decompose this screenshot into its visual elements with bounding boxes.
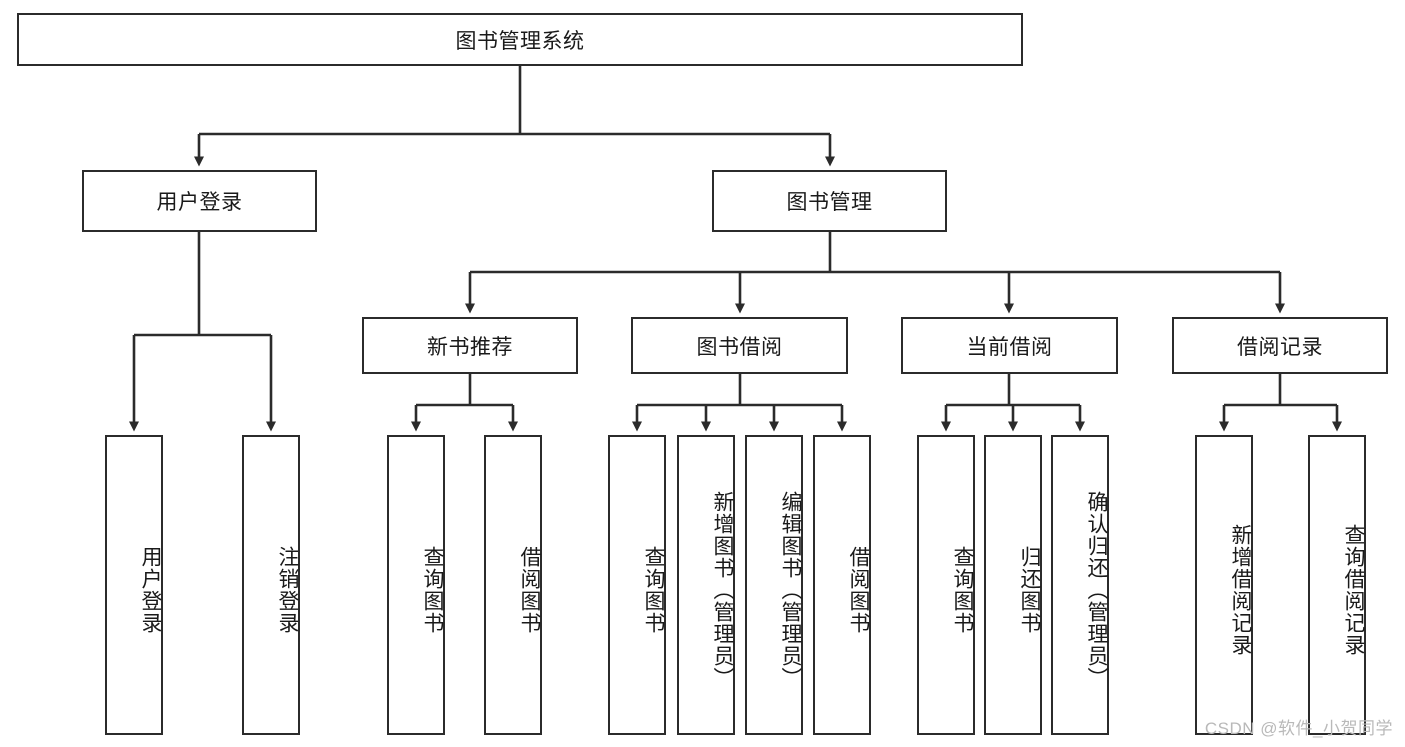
node-book-management-label: 图书管理 <box>786 191 873 214</box>
leaf-label: 编辑图书（管理员） <box>779 491 802 689</box>
node-book-borrow[interactable]: 图书借阅 <box>631 317 848 374</box>
leaf-current-confirm-return[interactable]: 确认归还（管理员） <box>1051 435 1109 735</box>
node-current-borrow[interactable]: 当前借阅 <box>901 317 1118 374</box>
leaf-current-query-book[interactable]: 查询图书 <box>917 435 975 735</box>
node-borrow-record-label: 借阅记录 <box>1237 335 1323 359</box>
leaf-label: 借阅图书 <box>518 546 541 634</box>
leaf-user-login-signout[interactable]: 注销登录 <box>242 435 300 735</box>
leaf-user-login-signin[interactable]: 用户登录 <box>105 435 163 735</box>
node-borrow-record[interactable]: 借阅记录 <box>1172 317 1388 374</box>
leaf-label: 注销登录 <box>276 546 299 634</box>
node-new-book-recommend[interactable]: 新书推荐 <box>362 317 578 374</box>
leaf-label: 确认归还（管理员） <box>1085 491 1108 689</box>
leaf-label: 查询借阅记录 <box>1342 524 1365 656</box>
leaf-label: 查询图书 <box>951 546 974 634</box>
leaf-label: 归还图书 <box>1018 546 1041 634</box>
node-new-book-recommend-label: 新书推荐 <box>427 335 513 359</box>
node-root-label: 图书管理系统 <box>455 29 585 53</box>
node-user-login[interactable]: 用户登录 <box>82 170 317 232</box>
leaf-recommend-query-book[interactable]: 查询图书 <box>387 435 445 735</box>
watermark: CSDN @软件_小贺同学 <box>1204 719 1393 738</box>
leaf-borrow-query-book[interactable]: 查询图书 <box>608 435 666 735</box>
leaf-record-add-record[interactable]: 新增借阅记录 <box>1195 435 1253 735</box>
node-root[interactable]: 图书管理系统 <box>17 13 1023 66</box>
leaf-label: 用户登录 <box>139 546 162 634</box>
leaf-current-return-book[interactable]: 归还图书 <box>984 435 1042 735</box>
leaf-recommend-borrow-book[interactable]: 借阅图书 <box>484 435 542 735</box>
leaf-label: 借阅图书 <box>847 546 870 634</box>
node-book-management[interactable]: 图书管理 <box>712 170 947 232</box>
leaf-record-query-record[interactable]: 查询借阅记录 <box>1308 435 1366 735</box>
node-book-borrow-label: 图书借阅 <box>696 335 783 359</box>
leaf-label: 新增借阅记录 <box>1229 524 1252 656</box>
node-user-login-label: 用户登录 <box>156 191 243 214</box>
leaf-borrow-borrow-book[interactable]: 借阅图书 <box>813 435 871 735</box>
leaf-borrow-add-book[interactable]: 新增图书（管理员） <box>677 435 735 735</box>
leaf-label: 查询图书 <box>421 546 444 634</box>
leaf-label: 新增图书（管理员） <box>711 491 734 689</box>
leaf-borrow-edit-book[interactable]: 编辑图书（管理员） <box>745 435 803 735</box>
leaf-label: 查询图书 <box>642 546 665 634</box>
node-current-borrow-label: 当前借阅 <box>966 335 1053 359</box>
